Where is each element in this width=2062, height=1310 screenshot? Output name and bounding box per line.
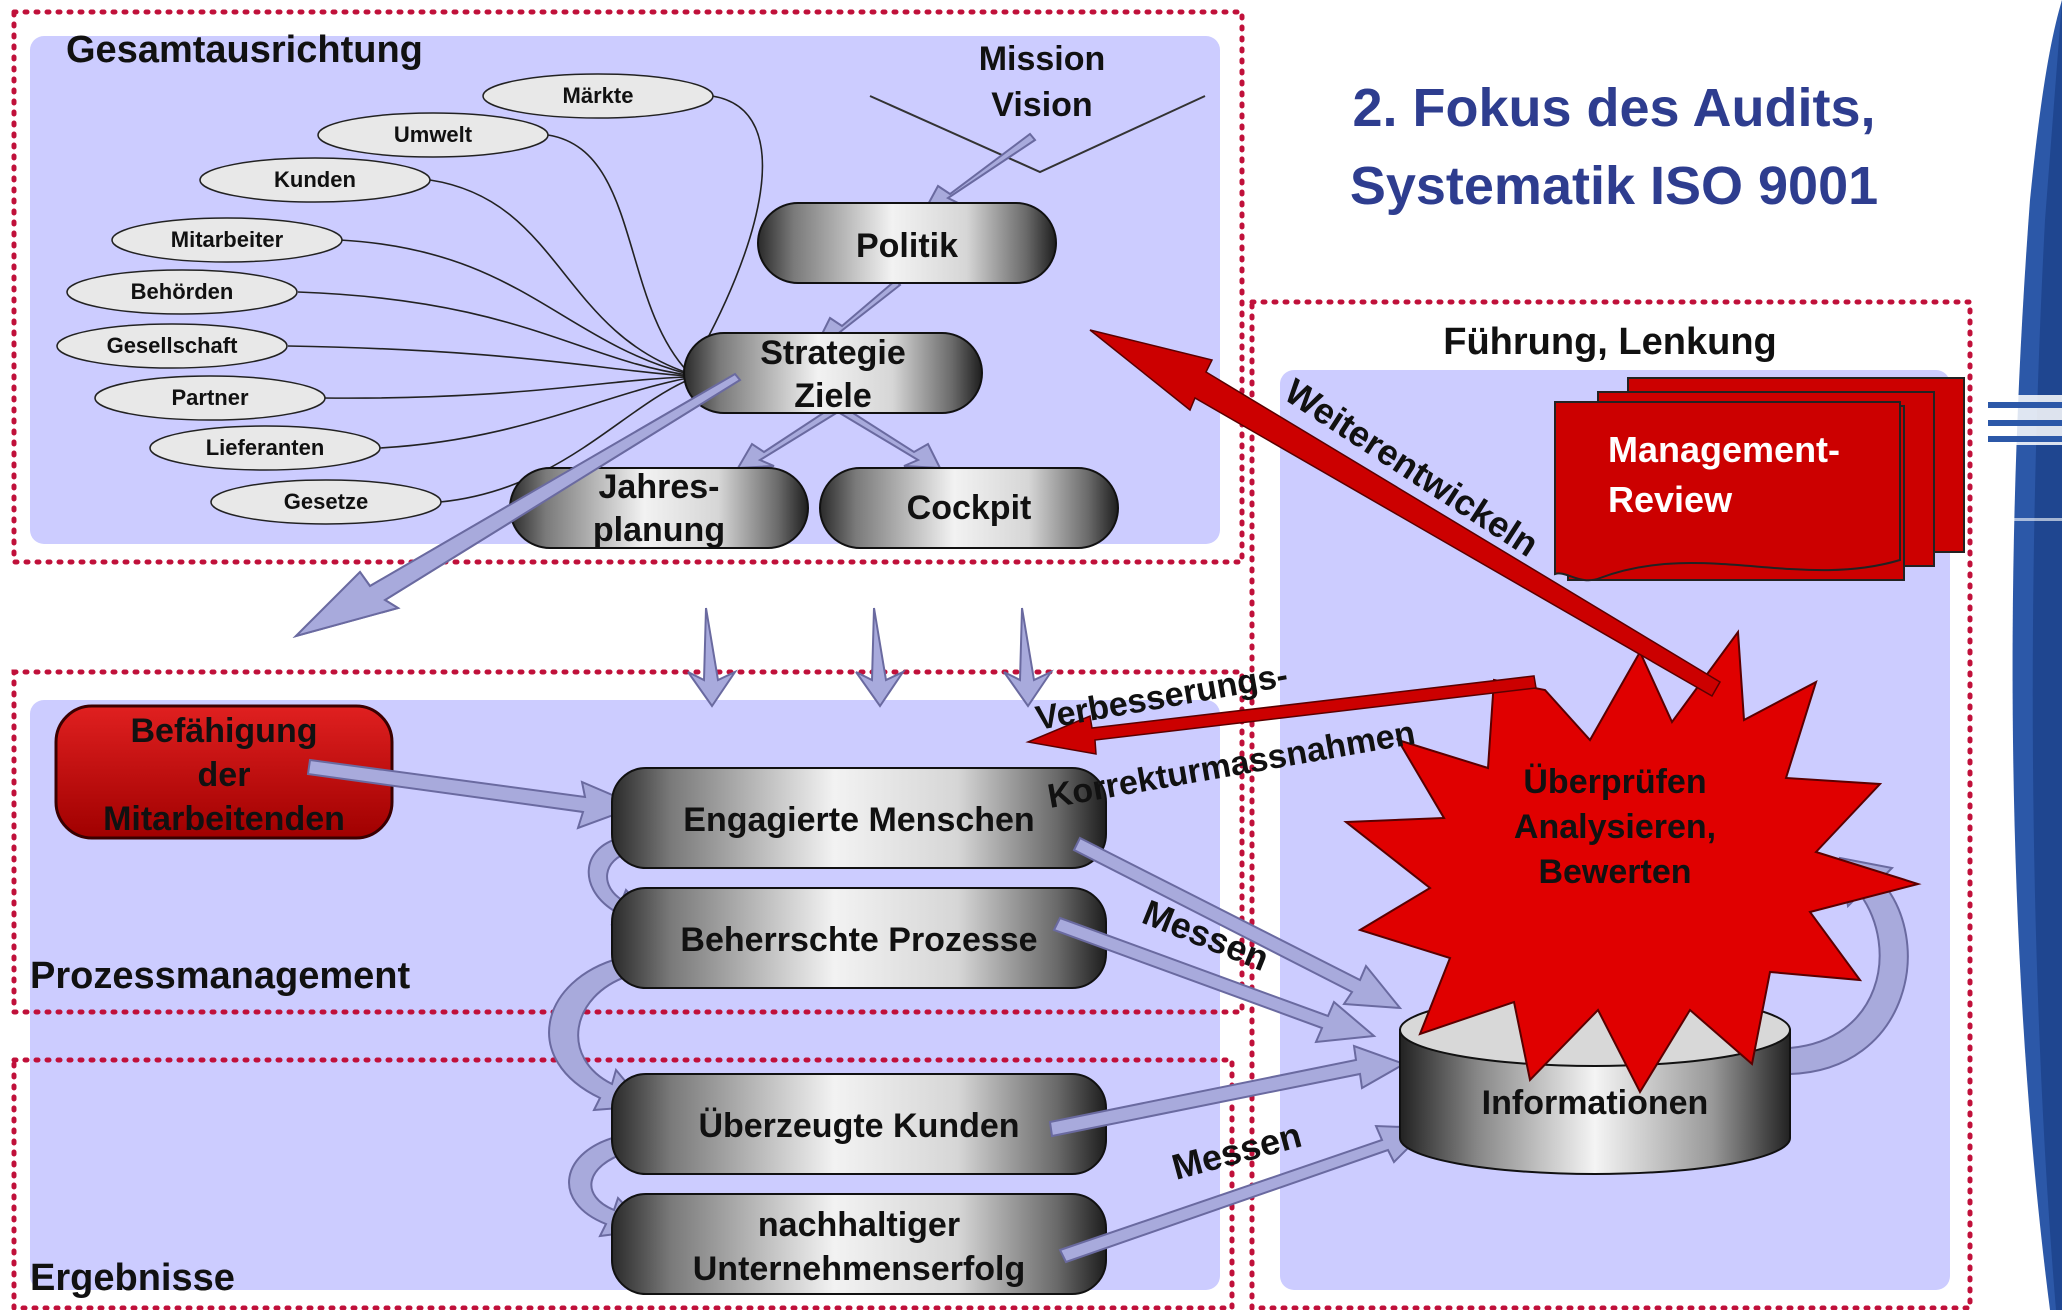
red-arrows xyxy=(1025,329,1722,755)
svg-text:Märkte: Märkte xyxy=(563,83,634,108)
side-band xyxy=(1950,0,2062,1310)
svg-text:der: der xyxy=(198,756,251,794)
svg-text:Unternehmenserfolg: Unternehmenserfolg xyxy=(693,1250,1026,1288)
svg-text:Cockpit: Cockpit xyxy=(907,489,1032,527)
svg-text:Engagierte Menschen: Engagierte Menschen xyxy=(683,801,1034,839)
svg-text:Gesetze: Gesetze xyxy=(284,489,368,514)
svg-text:Jahres-: Jahres- xyxy=(599,468,720,506)
stakeholder-links xyxy=(287,95,764,503)
vision-label: Vision xyxy=(991,86,1092,124)
svg-text:planung: planung xyxy=(593,511,725,549)
svg-text:Befähigung: Befähigung xyxy=(131,712,318,750)
svg-text:Behörden: Behörden xyxy=(131,279,234,304)
stakeholder-partner: Partner xyxy=(94,375,326,421)
stakeholder-ellipses: Märkte Umwelt Kunden Mitarbeiter Behörde… xyxy=(56,73,714,525)
node-unternehmenserfolg: nachhaltiger Unternehmenserfolg xyxy=(611,1193,1107,1295)
stakeholder-kunden: Kunden xyxy=(199,157,431,203)
svg-text:Kunden: Kunden xyxy=(274,167,356,192)
title-line1: 2. Fokus des Audits, xyxy=(1352,78,1875,138)
svg-text:Politik: Politik xyxy=(856,227,958,265)
dotted-frames xyxy=(11,9,1973,1310)
stakeholder-gesetze: Gesetze xyxy=(210,479,442,525)
heading-ergebnisse: Ergebnisse xyxy=(30,1257,235,1299)
mission-vision-line xyxy=(869,95,1206,174)
stakeholder-mitarbeiter: Mitarbeiter xyxy=(111,217,343,263)
info-loop-arrow xyxy=(1789,856,1909,1076)
svg-text:Management-: Management- xyxy=(1608,429,1840,470)
stakeholder-behoerden: Behörden xyxy=(66,269,298,315)
svg-text:Review: Review xyxy=(1608,479,1733,520)
heading-prozessmanagement: Prozessmanagement xyxy=(30,955,410,997)
svg-text:Strategie: Strategie xyxy=(760,334,906,372)
svg-text:Beherrschte Prozesse: Beherrschte Prozesse xyxy=(680,921,1037,959)
starburst-ueberpruefen: Überprüfen Analysieren, Bewerten xyxy=(1343,629,1922,1095)
stakeholder-umwelt: Umwelt xyxy=(317,112,549,158)
stakeholder-gesellschaft: Gesellschaft xyxy=(56,323,288,369)
node-jahresplanung: Jahres- planung xyxy=(509,467,809,549)
mission-label: Mission xyxy=(979,40,1106,78)
node-politik: Politik xyxy=(757,202,1057,284)
node-engagierte-menschen: Engagierte Menschen xyxy=(611,767,1107,869)
svg-text:nachhaltiger: nachhaltiger xyxy=(758,1206,960,1244)
svg-text:Bewerten: Bewerten xyxy=(1538,853,1691,891)
heading-fuehrung: Führung, Lenkung xyxy=(1443,321,1777,363)
node-beherrschte-prozesse: Beherrschte Prozesse xyxy=(611,887,1107,989)
svg-text:Mitarbeitenden: Mitarbeitenden xyxy=(103,800,345,838)
stakeholder-maerkte: Märkte xyxy=(482,73,714,119)
svg-text:Lieferanten: Lieferanten xyxy=(206,435,325,460)
management-review-stack: Management- Review xyxy=(1554,377,1965,582)
svg-text:Umwelt: Umwelt xyxy=(394,122,473,147)
svg-text:Gesellschaft: Gesellschaft xyxy=(107,333,239,358)
heading-gesamtausrichtung: Gesamtausrichtung xyxy=(66,29,423,71)
svg-text:Ziele: Ziele xyxy=(794,377,871,415)
svg-text:Überzeugte Kunden: Überzeugte Kunden xyxy=(698,1107,1019,1145)
node-ueberzeugte-kunden: Überzeugte Kunden xyxy=(611,1073,1107,1175)
svg-text:Partner: Partner xyxy=(171,385,248,410)
svg-text:Überprüfen: Überprüfen xyxy=(1523,763,1706,801)
measure-arrows xyxy=(1048,836,1431,1264)
stakeholder-lieferanten: Lieferanten xyxy=(149,425,381,471)
node-cockpit: Cockpit xyxy=(819,467,1119,549)
svg-text:Informationen: Informationen xyxy=(1482,1084,1709,1122)
svg-text:Analysieren,: Analysieren, xyxy=(1514,808,1716,846)
title-line2: Systematik ISO 9001 xyxy=(1350,156,1878,216)
svg-text:Mitarbeiter: Mitarbeiter xyxy=(171,227,284,252)
node-strategie: Strategie Ziele xyxy=(683,332,983,415)
node-befaehigung: Befähigung der Mitarbeitenden xyxy=(54,704,394,840)
